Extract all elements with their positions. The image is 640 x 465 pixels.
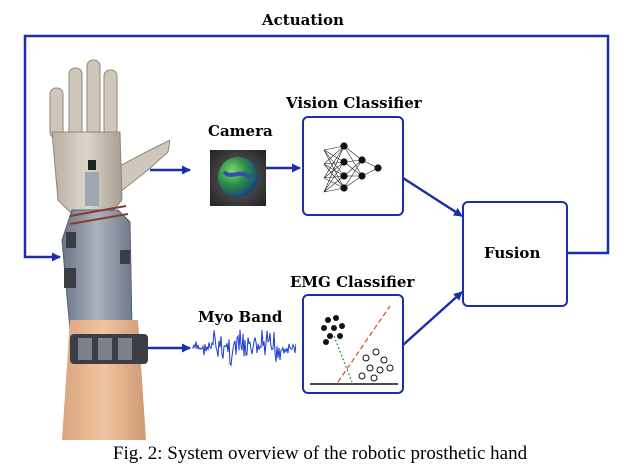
emg-signal-trace xyxy=(192,329,296,367)
vision-classifier-label: Vision Classifier xyxy=(286,94,422,112)
vision-to-fusion-arrow xyxy=(402,176,463,218)
figure-caption: Fig. 2: System overview of the robotic p… xyxy=(112,443,528,464)
emg-classifier-label: EMG Classifier xyxy=(290,273,415,291)
fusion-label: Fusion xyxy=(484,244,541,262)
vision-classifier-box xyxy=(302,116,404,216)
actuation-loop-arrow xyxy=(23,34,610,262)
emg-classifier-box xyxy=(302,294,404,394)
robotic-prosthetic-hand-icon xyxy=(49,59,170,440)
neural-network-icon xyxy=(323,142,382,193)
fusion-box xyxy=(462,201,568,307)
emg-to-fusion-arrow xyxy=(402,291,463,346)
ball-image-icon xyxy=(210,150,266,206)
emg-signal-wave-icon xyxy=(192,329,296,367)
myo-band-label: Myo Band xyxy=(198,308,283,326)
scatter-classifier-icon xyxy=(310,305,398,385)
actuation-label: Actuation xyxy=(262,11,344,29)
camera-label: Camera xyxy=(208,122,273,140)
